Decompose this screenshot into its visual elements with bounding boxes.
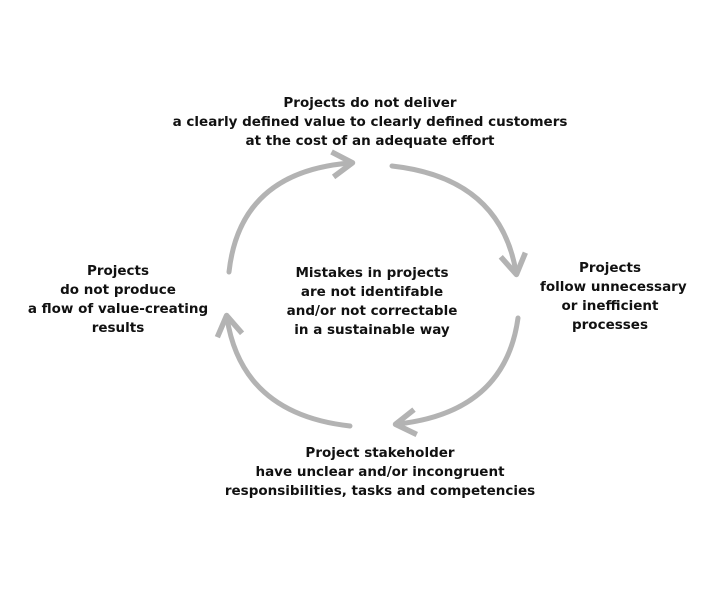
node-bottom-line: Project stakeholder	[305, 445, 455, 461]
node-left-line: do not produce	[60, 282, 176, 298]
node-bottom-line: responsibilities, tasks and competencies	[224, 483, 536, 499]
node-bottom: Project stakeholder have unclear and/or …	[210, 444, 550, 501]
arrow-right-to-bottom	[392, 315, 521, 437]
arrow-left-to-top	[226, 149, 356, 275]
node-left-line: Projects	[86, 263, 150, 279]
arrow-top-to-right	[389, 163, 528, 278]
center-line: and/or not correctable	[286, 303, 458, 319]
node-top-line: at the cost of an adequate effort	[245, 133, 495, 149]
arrow-bottom-to-left	[214, 312, 353, 429]
node-right: Projects follow unnecessary or inefficie…	[540, 259, 687, 335]
node-right-line: or inefficient	[561, 298, 659, 314]
node-top-line: Projects do not deliver	[283, 95, 457, 111]
center-line: in a sustainable way	[294, 322, 450, 338]
node-bottom-line: have unclear and/or incongruent	[255, 464, 505, 480]
node-right-line: Projects	[578, 260, 642, 276]
center-line: are not identifable	[300, 284, 444, 300]
node-left-line: a flow of value-creating	[27, 301, 209, 317]
node-top-line: a clearly defined value to clearly defin…	[172, 114, 568, 130]
node-right-line: follow unnecessary	[540, 279, 687, 295]
node-left: Projects do not produce a flow of value-…	[18, 262, 218, 338]
center-line: Mistakes in projects	[295, 265, 449, 281]
node-right-line: processes	[571, 317, 649, 333]
node-left-line: results	[91, 320, 145, 336]
node-top: Projects do not deliver a clearly define…	[160, 94, 580, 151]
center-statement: Mistakes in projects are not identifable…	[272, 264, 472, 340]
